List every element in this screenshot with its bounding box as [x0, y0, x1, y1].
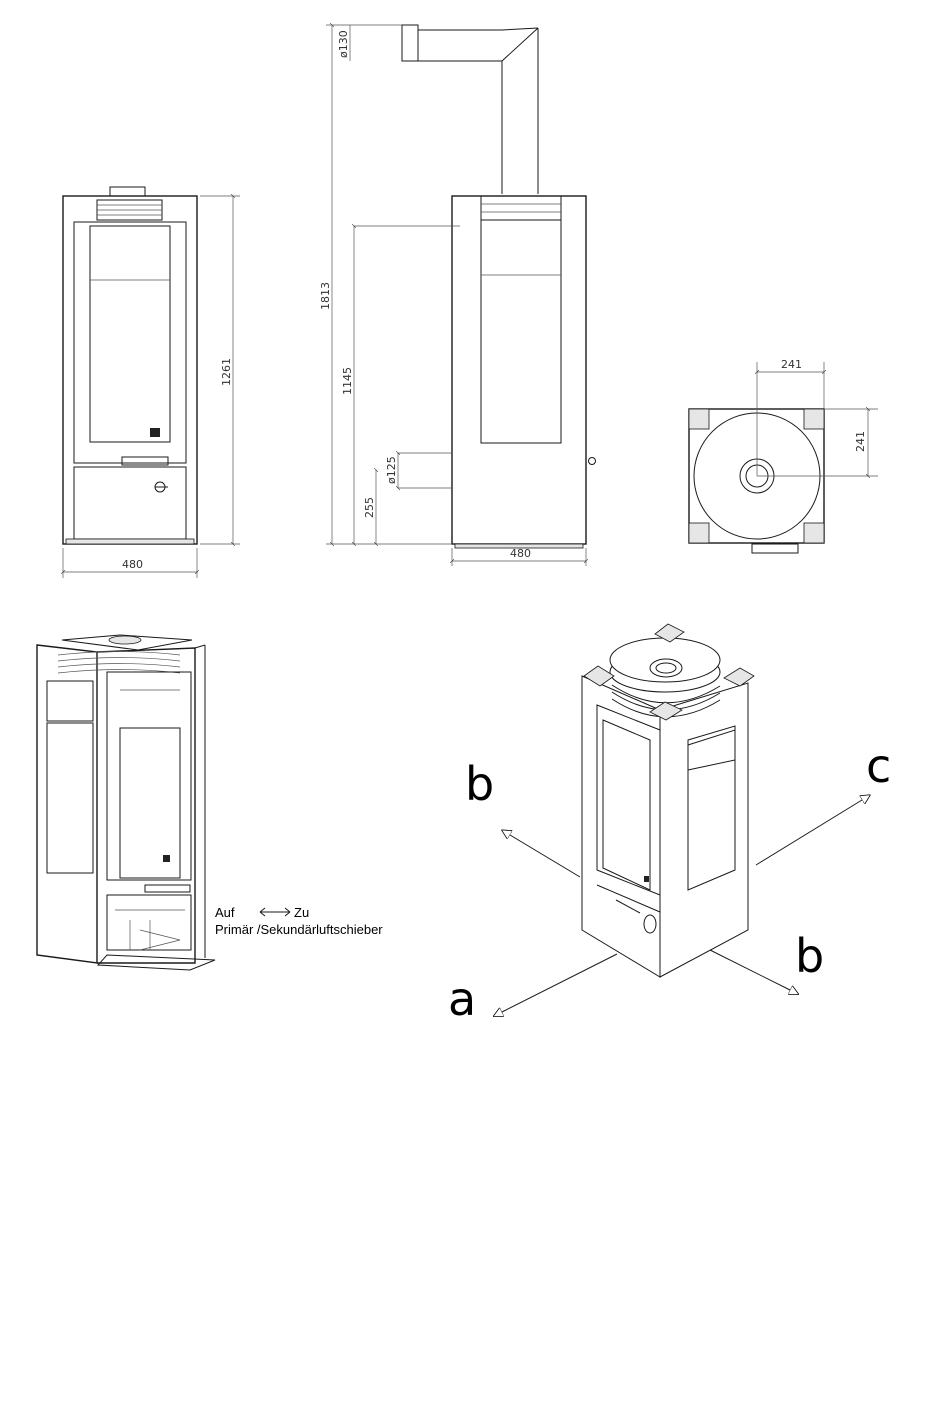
- open-door-isometric: [37, 635, 215, 970]
- axis-b-left-label: b: [465, 757, 494, 811]
- front-width-label: 480: [122, 558, 143, 571]
- flue-diameter-label: ø130: [337, 30, 350, 58]
- front-height-label: 1261: [220, 358, 233, 386]
- air-slider-caption: Primär /Sekundärluftschieber: [215, 922, 383, 937]
- outlet-height-label: 1145: [341, 367, 354, 395]
- air-slider-legend: Auf Zu Primär /Sekundärluftschieber: [215, 905, 383, 937]
- side-width-label: 480: [510, 547, 531, 560]
- top-offset-x-label: 241: [781, 358, 802, 371]
- total-height-label: 1813: [319, 282, 332, 310]
- air-close-label: Zu: [294, 905, 309, 920]
- side-view: 1813 ø130 1145 ø125 255 480: [319, 25, 596, 566]
- air-open-label: Auf: [215, 905, 235, 920]
- axis-a-label: a: [448, 972, 476, 1026]
- front-view: 480 1261: [63, 187, 240, 578]
- top-offset-y-label: 241: [854, 431, 867, 452]
- axis-b-right-label: b: [795, 929, 824, 983]
- axis-c-label: c: [866, 739, 891, 793]
- inlet-height-label: 255: [363, 497, 376, 518]
- inlet-diameter-label: ø125: [385, 456, 398, 484]
- top-view: 241 241: [689, 358, 878, 553]
